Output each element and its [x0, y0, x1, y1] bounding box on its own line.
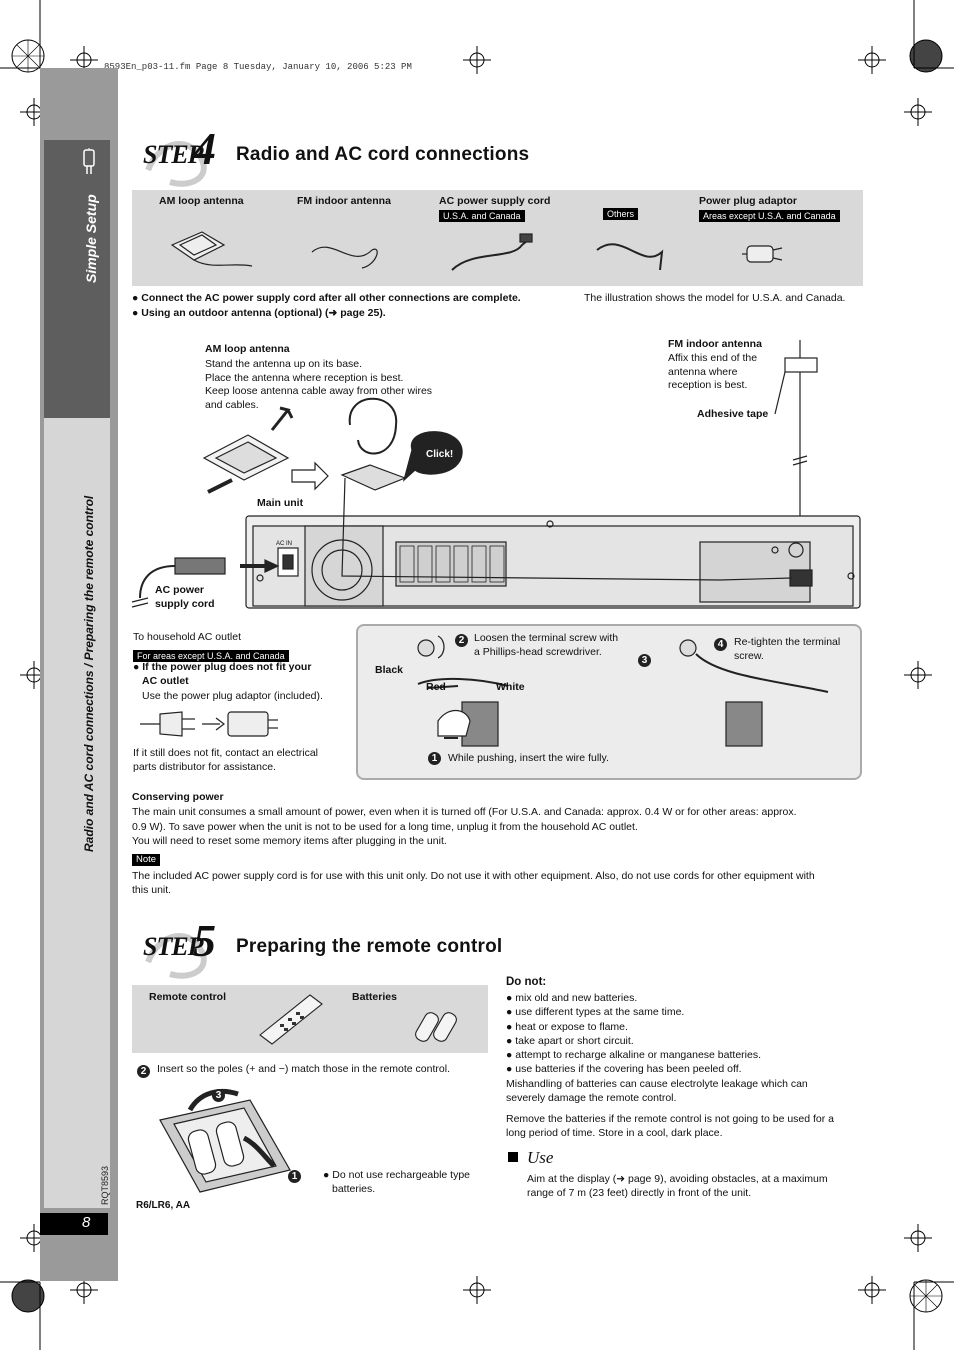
remote-batteries-image [259, 994, 457, 1045]
connection-diagram [131, 340, 861, 609]
step-1-marker: 1 [428, 752, 441, 765]
remote-step-1-marker: 1 [288, 1170, 301, 1183]
step4-number: 4 [193, 123, 216, 174]
plug-adaptor-diagram [140, 711, 278, 737]
sidebar-bottom-label: Radio and AC cord connections / Preparin… [82, 495, 96, 852]
list-item: ● take apart or short circuit. [506, 1034, 634, 1047]
use-square-icon [508, 1152, 518, 1162]
note-tag: Note [132, 854, 161, 866]
terminal-box [356, 624, 862, 780]
battery-type: R6/LR6, AA [136, 1200, 191, 1211]
terminal-diagram [417, 635, 829, 747]
page-number-box [40, 1213, 108, 1235]
step5-number: 5 [193, 915, 216, 966]
am-block-title: AM loop antenna [205, 343, 290, 355]
batteries-label: Batteries [352, 991, 397, 1003]
fm-block-lines: Affix this end of the antenna where rece… [668, 352, 758, 391]
accessory-am-label: AM loop antenna [159, 195, 244, 207]
am-block-lines: Stand the antenna up on its base. Place … [205, 358, 433, 411]
adhesive-tape-label: Adhesive tape [697, 408, 769, 420]
sidebar-section-light [44, 418, 110, 1208]
remove-note: Remove the batteries if the remote contr… [506, 1113, 835, 1140]
do-not-list: ● mix old and new batteries. ● use diffe… [506, 992, 808, 1105]
bullet-outdoor-antenna: Using an outdoor antenna (optional) (➜ p… [141, 306, 386, 319]
accessory-ac-tag: U.S.A. and Canada [439, 210, 525, 222]
accessories-box [132, 190, 863, 286]
black-wire-label: Black [375, 664, 404, 676]
accessory-fm-label: FM indoor antenna [297, 195, 391, 207]
ac-cord-label: AC power supply cord [155, 584, 215, 610]
household-outlet-label: To household AC outlet [133, 631, 241, 643]
step-swoosh-5 [145, 933, 207, 979]
terminal-step2-text: Loosen the terminal screw with a Phillip… [474, 632, 619, 658]
plug-icon [83, 148, 95, 174]
step5-title: Preparing the remote control [236, 936, 503, 957]
terminal-step4-text: Re-tighten the terminal screw. [734, 636, 841, 662]
plug-fit-note: ● If the power plug does not fit your AC… [133, 661, 312, 687]
areas-except-tag: For areas except U.S.A. and Canada [133, 650, 289, 662]
list-item: ● mix old and new batteries. [506, 992, 638, 1004]
adaptor-use-note: Use the power plug adaptor (included). [142, 690, 323, 702]
list-item: ● heat or expose to flame. [506, 1020, 628, 1033]
still-not-fit-note: If it still does not fit, contact an ele… [133, 747, 319, 773]
accessory-adaptor-label: Power plug adaptor [699, 195, 798, 207]
red-wire-label: Red [426, 681, 446, 693]
remote-label: Remote control [149, 991, 227, 1003]
list-item: ● use batteries if the covering has been… [506, 1063, 742, 1076]
do-not-title: Do not: [506, 976, 547, 988]
step4-bullets: ● Connect the AC power supply cord after… [132, 292, 521, 319]
fm-block-title: FM indoor antenna [668, 338, 762, 350]
terminal-step1-text: While pushing, insert the wire fully. [448, 752, 609, 764]
ac-cord-image [451, 239, 529, 271]
main-unit-label: Main unit [257, 497, 304, 509]
illustration-note: The illustration shows the model for U.S… [584, 292, 846, 304]
step4-word: STEP [143, 140, 204, 169]
bullet-connect-last: Connect the AC power supply cord after a… [141, 292, 521, 304]
use-title: Use [527, 1148, 554, 1167]
remote-step-3-marker: 3 [212, 1089, 225, 1102]
white-wire-label: White [496, 681, 525, 693]
accessory-ac-label: AC power supply cord [439, 195, 551, 207]
step-3-marker: 3 [638, 654, 651, 667]
battery-insertion-diagram [159, 1088, 291, 1193]
step5-word: STEP [143, 932, 204, 961]
step4-title: Radio and AC cord connections [236, 144, 530, 165]
step-4-marker: 4 [714, 638, 727, 651]
step-swoosh-4 [145, 141, 207, 187]
file-header: 8593En_p03-11.fm Page 8 Tuesday, January… [104, 62, 412, 72]
sidebar-top-label: Simple Setup [83, 194, 99, 283]
am-antenna-image [170, 231, 253, 267]
ac-in-label: AC IN [276, 541, 293, 547]
rechargeable-note: ● Do not use rechargeable type batteries… [323, 1169, 471, 1195]
accessories-illustrations [170, 231, 783, 271]
step-2-marker: 2 [455, 634, 468, 647]
conserving-text: The main unit consumes a small amount of… [132, 806, 797, 847]
others-cord-image [596, 243, 664, 271]
click-label: Click! [426, 449, 454, 460]
note-text: The included AC power supply cord is for… [132, 870, 815, 896]
fm-antenna-image [311, 246, 378, 269]
use-text: Aim at the display (➜ page 9), avoiding … [527, 1173, 828, 1200]
list-item: ● use different types at the same time. [506, 1006, 685, 1019]
conserving-title: Conserving power [132, 791, 224, 803]
sidebar-section-dark [44, 140, 110, 418]
doc-code: RQT8593 [100, 1165, 110, 1205]
insert-note: Insert so the poles (+ and −) match thos… [157, 1063, 450, 1075]
adaptor-image [746, 245, 774, 263]
page-number: 8 [82, 1214, 91, 1231]
list-item: ● attempt to recharge alkaline or mangan… [506, 1049, 761, 1062]
accessory-adaptor-tag: Areas except U.S.A. and Canada [699, 210, 840, 222]
remote-step-2-marker: 2 [137, 1065, 150, 1078]
accessory-others-tag: Others [603, 208, 639, 220]
